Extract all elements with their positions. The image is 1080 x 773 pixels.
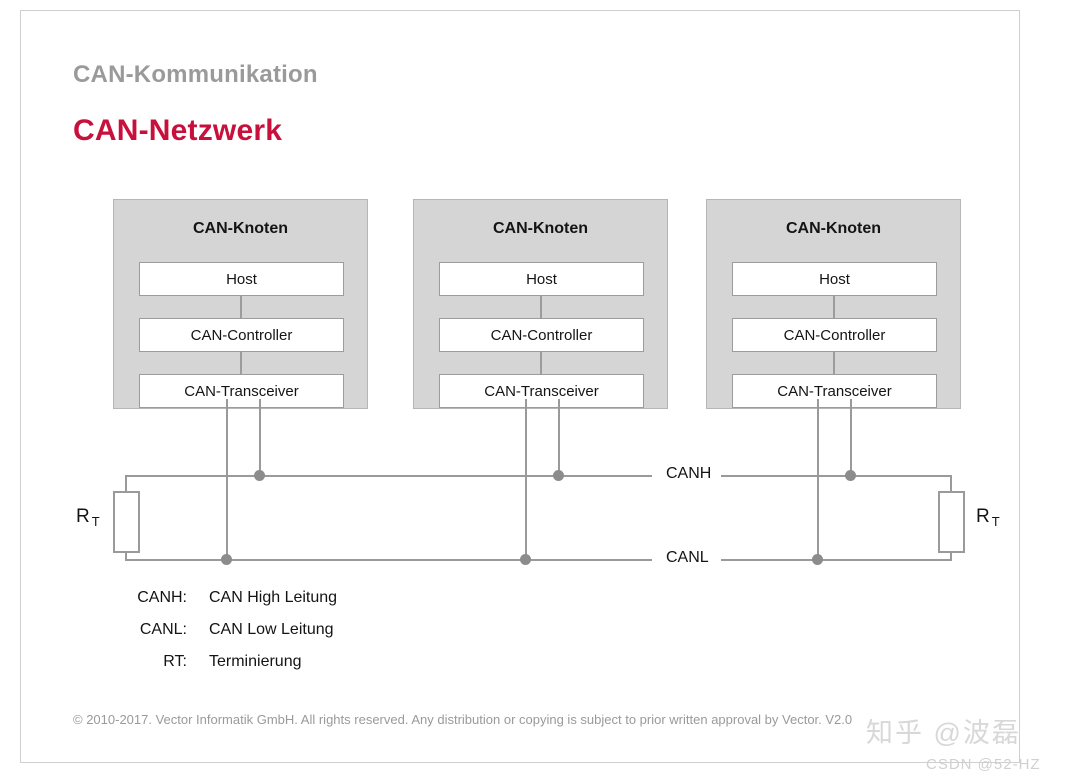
legend-key-rt: RT: <box>163 653 187 670</box>
junction-dot-node-1-canl <box>221 554 232 565</box>
left-rt-subscript: T <box>91 514 100 529</box>
can-node-1: CAN-Knoten Host CAN-Controller CAN-Trans… <box>113 199 368 409</box>
zhihu-watermark: 知乎 @波磊 <box>866 718 1021 748</box>
junction-dot-node-2-canl <box>520 554 531 565</box>
node-2-title: CAN-Knoten <box>492 220 589 237</box>
node-1-canh-drop-wire <box>259 399 261 475</box>
canh-bus-line-left <box>125 475 652 477</box>
junction-dot-node-2-canh <box>553 470 564 481</box>
copyright-footer: © 2010-2017. Vector Informatik GmbH. All… <box>73 712 853 727</box>
node-2-host-box: Host <box>439 262 644 296</box>
node-1-host-box: Host <box>139 262 344 296</box>
node-3-link-controller-transceiver <box>833 352 835 374</box>
junction-dot-node-3-canh <box>845 470 856 481</box>
node-1-controller-box: CAN-Controller <box>139 318 344 352</box>
node-1-title: CAN-Knoten <box>192 220 289 237</box>
right-rt-subscript: T <box>991 514 1000 529</box>
legend-value-canl: CAN Low Leitung <box>209 621 334 638</box>
node-2-controller-box: CAN-Controller <box>439 318 644 352</box>
canl-label: CANL <box>658 549 717 567</box>
can-network-diagram: CAN-Knoten Host CAN-Controller CAN-Trans… <box>21 11 1021 764</box>
node-3-canh-drop-wire <box>850 399 852 475</box>
legend-key-canl: CANL: <box>139 621 187 638</box>
csdn-watermark: CSDN @52-HZ <box>926 756 1041 773</box>
legend-row-canl: CANL: CAN Low Leitung <box>121 621 337 653</box>
node-3-transceiver-box: CAN-Transceiver <box>732 374 937 408</box>
node-1-transceiver-box: CAN-Transceiver <box>139 374 344 408</box>
can-node-3: CAN-Knoten Host CAN-Controller CAN-Trans… <box>706 199 961 409</box>
node-3-title: CAN-Knoten <box>785 220 882 237</box>
node-1-canl-drop-wire <box>226 399 228 559</box>
left-terminator-resistor <box>113 491 140 553</box>
can-node-2: CAN-Knoten Host CAN-Controller CAN-Trans… <box>413 199 668 409</box>
node-2-canl-drop-wire <box>525 399 527 559</box>
node-1-link-controller-transceiver <box>240 352 242 374</box>
node-3-controller-box: CAN-Controller <box>732 318 937 352</box>
legend: CANH: CAN High Leitung CANL: CAN Low Lei… <box>121 589 337 685</box>
slide-eyebrow: CAN-Kommunikation <box>73 61 318 88</box>
canl-bus-line-right <box>721 559 952 561</box>
node-2-canh-drop-wire <box>558 399 560 475</box>
node-2-link-host-controller <box>540 296 542 318</box>
canl-bus-line-left <box>125 559 652 561</box>
node-3-link-host-controller <box>833 296 835 318</box>
right-rt-symbol: R <box>976 506 990 527</box>
junction-dot-node-1-canh <box>254 470 265 481</box>
canh-label: CANH <box>658 465 720 483</box>
legend-value-canh: CAN High Leitung <box>209 589 338 606</box>
node-3-host-box: Host <box>732 262 937 296</box>
legend-key-canh: CANH: <box>137 589 187 606</box>
legend-row-rt: RT: Terminierung <box>121 653 337 685</box>
junction-dot-node-3-canl <box>812 554 823 565</box>
node-2-link-controller-transceiver <box>540 352 542 374</box>
page-title: CAN-Netzwerk <box>73 114 283 147</box>
slide-frame: CAN-Kommunikation CAN-Netzwerk CAN-Knote… <box>20 10 1040 773</box>
right-terminator-resistor <box>938 491 965 553</box>
left-rt-symbol: R <box>76 506 90 527</box>
legend-value-rt: Terminierung <box>209 653 302 670</box>
node-3-canl-drop-wire <box>817 399 819 559</box>
node-2-transceiver-box: CAN-Transceiver <box>439 374 644 408</box>
canh-bus-line-right <box>721 475 952 477</box>
node-1-link-host-controller <box>240 296 242 318</box>
legend-row-canh: CANH: CAN High Leitung <box>121 589 337 621</box>
